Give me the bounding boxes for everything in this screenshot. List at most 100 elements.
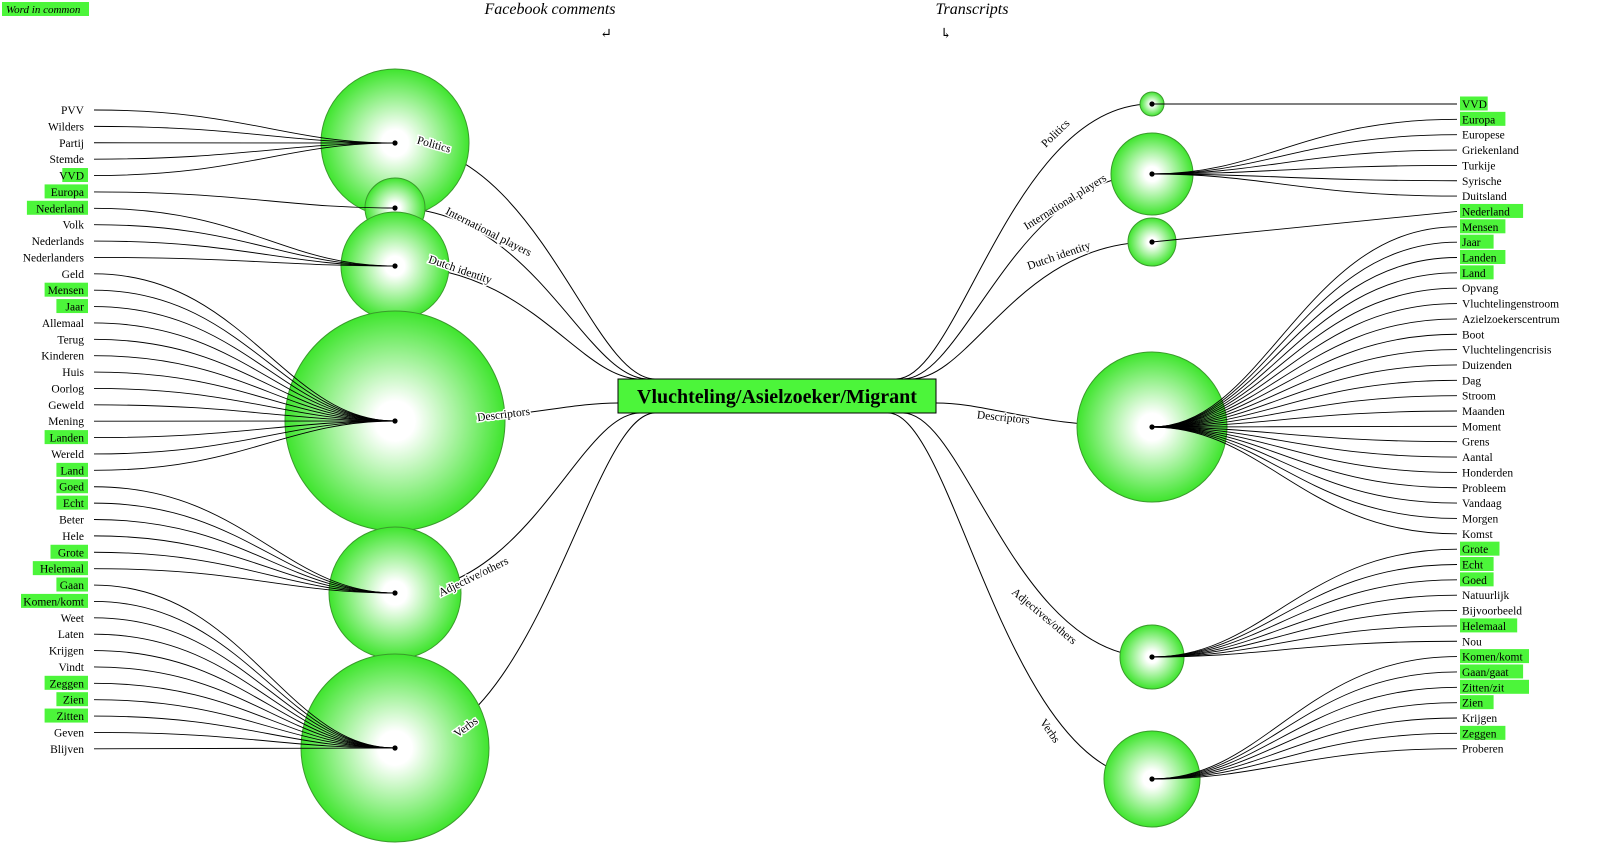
left-edge-wereld [93, 420, 396, 455]
right-word-highlight-grote [1460, 541, 1500, 556]
center-node-box [617, 378, 937, 414]
right-word-highlight-nederland [1460, 203, 1524, 218]
left-edge-hele [93, 535, 396, 594]
legend-label: Word in common [6, 4, 81, 16]
right-word-highlight-zitten-zit [1460, 679, 1529, 694]
right-edge-vluchtelingenstroom [1151, 303, 1458, 428]
right-edge-natuurlijk [1151, 594, 1458, 658]
right-edge-turkije [1151, 164, 1458, 175]
left-word-komen-komt: Komen/komt [23, 596, 84, 608]
left-edge-geven [93, 731, 396, 749]
right-word-aantal: Aantal [1462, 452, 1493, 464]
left-word-allemaal: Allemaal [42, 318, 84, 330]
right-word-zien: Zien [1462, 698, 1483, 710]
right-trunk-politics [895, 103, 1153, 380]
left-word-highlight-landen [44, 430, 88, 445]
left-edge-pvv [93, 109, 396, 144]
right-word-highlight-vvd [1460, 96, 1488, 111]
right-word-maanden: Maanden [1462, 406, 1505, 418]
right-word-proberen: Proberen [1462, 744, 1504, 756]
left-word-jaar: Jaar [65, 302, 84, 314]
right-word-highlight-jaar [1460, 234, 1494, 249]
left-word-huis: Huis [62, 367, 84, 379]
right-edge-syrische [1151, 173, 1458, 182]
right-word-komst: Komst [1462, 529, 1493, 541]
right-word-helemaal: Helemaal [1462, 621, 1506, 633]
right-edge-bijvoorbeeld [1151, 610, 1458, 658]
left-word-wereld: Wereld [51, 449, 84, 461]
right-word-land: Land [1462, 268, 1486, 280]
right-edge-krijgen [1151, 717, 1458, 780]
right-edge-nou [1151, 640, 1458, 658]
right-edge-komen-komt [1151, 656, 1458, 780]
left-edge-krijgen [93, 650, 396, 749]
left-edge-volk [93, 224, 396, 267]
right-word-nederland: Nederland [1462, 206, 1510, 218]
right-word-probleem: Probleem [1462, 483, 1506, 495]
right-word-highlight-goed [1460, 572, 1494, 587]
right-word-duitsland: Duitsland [1462, 191, 1507, 203]
right-edge-gaan-gaat [1151, 671, 1458, 780]
left-edge-kinderen [93, 355, 396, 422]
right-word-jaar: Jaar [1462, 237, 1481, 249]
right-edge-nederland [1151, 211, 1458, 243]
right-word-duizenden: Duizenden [1462, 360, 1512, 372]
left-edge-zien [93, 699, 396, 749]
right-edge-zien [1151, 702, 1458, 780]
right-word-vandaag: Vandaag [1462, 498, 1502, 510]
right-edge-grote [1151, 548, 1458, 658]
right-trunk-international-players [902, 173, 1153, 380]
right-edge-vandaag [1151, 426, 1458, 504]
right-edge-aantal [1151, 426, 1458, 458]
right-word-honderden: Honderden [1462, 467, 1513, 479]
left-word-highlight-grote [50, 544, 88, 559]
right-trunk-dutch-identity [910, 241, 1153, 380]
right-edge-komst [1151, 426, 1458, 535]
left-word-highlight-jaar [56, 299, 88, 314]
left-word-zien: Zien [63, 695, 84, 707]
left-edge-huis [93, 371, 396, 422]
left-word-grote: Grote [58, 547, 84, 559]
right-edge-vluchtelingencrisis [1151, 349, 1458, 428]
left-edge-stemde [93, 142, 396, 160]
right-trunk-verbs [887, 412, 1153, 780]
left-word-highlight-komen-komt [21, 593, 88, 608]
left-word-vindt: Vindt [58, 662, 84, 674]
left-word-zitten: Zitten [57, 711, 85, 723]
right-word-turkije: Turkije [1462, 160, 1495, 172]
right-edge-echt [1151, 564, 1458, 658]
left-word-geld: Geld [62, 269, 85, 281]
left-edge-allemaal [93, 322, 396, 422]
left-word-partij: Partij [59, 138, 84, 150]
left-side-title: Facebook comments [483, 1, 615, 18]
left-edge-gaan [93, 584, 396, 749]
right-word-highlight-zeggen [1460, 725, 1506, 740]
right-edge-zitten-zit [1151, 686, 1458, 780]
left-word-highlight-zitten [44, 708, 88, 723]
right-word-landen: Landen [1462, 253, 1497, 265]
right-word-stroom: Stroom [1462, 391, 1496, 403]
left-edge-echt [93, 502, 396, 594]
right-edge-duizenden [1151, 364, 1458, 428]
left-word-pvv: PVV [61, 105, 85, 117]
legend-swatch [2, 2, 89, 16]
right-word-grote: Grote [1462, 544, 1488, 556]
left-edge-terug [93, 338, 396, 422]
right-word-natuurlijk: Natuurlijk [1462, 590, 1510, 602]
left-word-highlight-zeggen [44, 675, 88, 690]
left-edge-oorlog [93, 388, 396, 422]
right-word-highlight-gaan-gaat [1460, 664, 1524, 679]
left-word-vvd: VVD [59, 171, 84, 183]
left-edge-nederlanders [93, 256, 396, 267]
left-word-geweld: Geweld [48, 400, 84, 412]
left-edge-vindt [93, 666, 396, 749]
center-node-label: Vluchteling/Asielzoeker/Migrant [637, 386, 917, 408]
left-edge-mensen [93, 289, 396, 422]
right-edge-morgen [1151, 426, 1458, 519]
right-word-grens: Grens [1462, 437, 1490, 449]
right-word-nou: Nou [1462, 636, 1482, 648]
left-edge-komen-komt [93, 600, 396, 749]
left-word-volk: Volk [62, 220, 84, 232]
left-word-laten: Laten [58, 629, 84, 641]
